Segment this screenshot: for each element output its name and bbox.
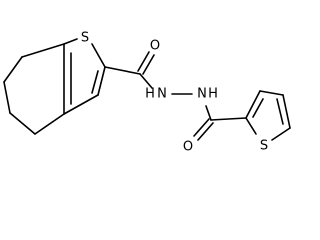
hydrogen-atom-label: H: [145, 87, 155, 102]
sulfur-atom-label: S: [81, 31, 89, 46]
bond-carbonyl2-o2-a: [193, 118, 210, 137]
bond-carbonyl2-o2-b: [197, 122, 214, 141]
bond-c7a-c8: [21, 43, 65, 58]
oxygen-atom-label: O: [150, 39, 160, 54]
bond-carbonyl2-thiophene: [210, 117, 247, 121]
bond-c10-c11: [9, 112, 36, 135]
bond-c8-c9: [3, 56, 23, 83]
bond-c2-carbonyl1: [104, 66, 141, 75]
bond-c2-c3-inner: [91, 70, 99, 94]
bond-t-c3-c2: [245, 90, 261, 119]
sulfur-atom-label: S: [260, 139, 268, 154]
bond-s1-c2: [91, 43, 106, 68]
bond-c7a-s1: [63, 38, 78, 45]
nitrogen-atom-label: N: [157, 87, 167, 102]
bond-c9-c10: [3, 81, 11, 114]
bond-c2-c3: [97, 66, 106, 96]
bond-c3-c3a: [63, 94, 99, 115]
molecule-drawing: S O N H N H O S: [3, 31, 291, 155]
oxygen-atom-label: O: [183, 140, 193, 155]
hydrogen-atom-label: H: [208, 87, 218, 102]
bond-carbonyl1-n1: [139, 73, 153, 89]
structure-canvas: S O N H N H O S: [3, 30, 291, 155]
bond-t-c5-c4: [282, 94, 291, 129]
bond-t-c5-c4-inner: [276, 98, 284, 125]
bond-carbonyl1-o1-a: [137, 51, 150, 72]
nitrogen-atom-label: N: [197, 87, 207, 102]
bond-t-c3-c2-inner: [252, 98, 264, 118]
bond-carbonyl1-o1-b: [142, 54, 155, 75]
bond-c11-c3a: [34, 113, 65, 135]
bond-t-c2-s: [245, 117, 257, 135]
bond-t-c4-c3: [259, 90, 284, 96]
bond-n2-carbonyl2: [205, 105, 212, 121]
bond-t-s-c5: [271, 127, 291, 141]
